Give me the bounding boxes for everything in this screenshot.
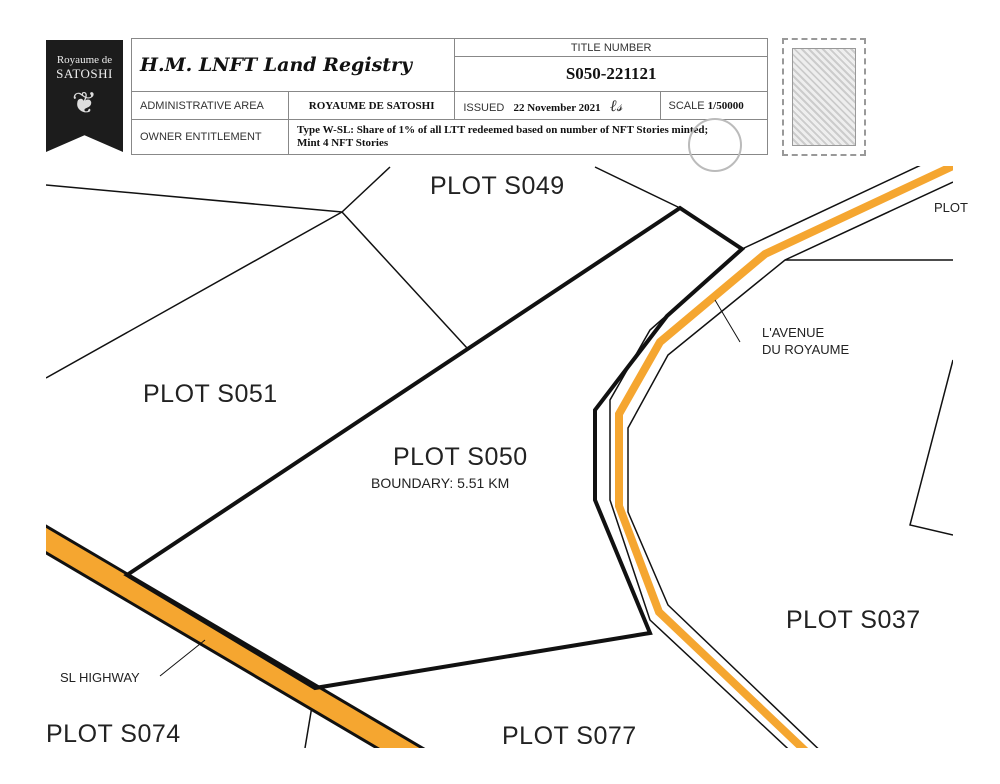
plot-s074-label: PLOT S074 bbox=[46, 720, 181, 748]
winged-shoe-icon: ❦ bbox=[71, 87, 98, 120]
plot-right-label: PLOT bbox=[934, 200, 968, 215]
plot-s037-label: PLOT S037 bbox=[786, 606, 921, 634]
admin-area: ROYAUME DE SATOSHI bbox=[287, 91, 456, 120]
highway-label: SL HIGHWAY bbox=[60, 670, 140, 685]
admin-area-label: ADMINISTRATIVE AREA bbox=[131, 91, 289, 120]
plot-boundaries bbox=[46, 166, 953, 748]
logo-line1: Royaume de bbox=[56, 54, 113, 66]
avenue-label-2: DU ROYAUME bbox=[762, 342, 850, 357]
boundary-length: BOUNDARY: 5.51 KM bbox=[371, 475, 510, 491]
plot-s050-boundary bbox=[123, 205, 746, 691]
signature-icon: ℓ𝓈 bbox=[609, 95, 623, 115]
postage-stamp bbox=[782, 38, 866, 156]
registry-header: H.M. LNFT Land Registry TITLE NUMBER S05… bbox=[130, 38, 769, 155]
plot-s049-label: PLOT S049 bbox=[430, 172, 565, 200]
avenue-edge bbox=[627, 181, 953, 748]
avenue-road bbox=[615, 166, 953, 748]
scale-cell: SCALE 1/50000 bbox=[659, 91, 769, 120]
title-number: S050-221121 bbox=[454, 56, 768, 92]
avenue-label-1: L'AVENUE bbox=[762, 325, 825, 340]
plot-s050-label: PLOT S050 bbox=[393, 443, 528, 471]
logo-line2: SATOSHI bbox=[56, 66, 113, 81]
official-seal bbox=[688, 118, 742, 172]
plot-s077-label: PLOT S077 bbox=[502, 722, 637, 750]
avenue-edge bbox=[609, 166, 921, 748]
plot-s051-label: PLOT S051 bbox=[143, 380, 278, 408]
owner-label: OWNER ENTITLEMENT bbox=[131, 119, 289, 155]
royaume-logo: Royaume de SATOSHI ❦ bbox=[46, 40, 123, 152]
sl-highway-fill bbox=[46, 527, 420, 748]
